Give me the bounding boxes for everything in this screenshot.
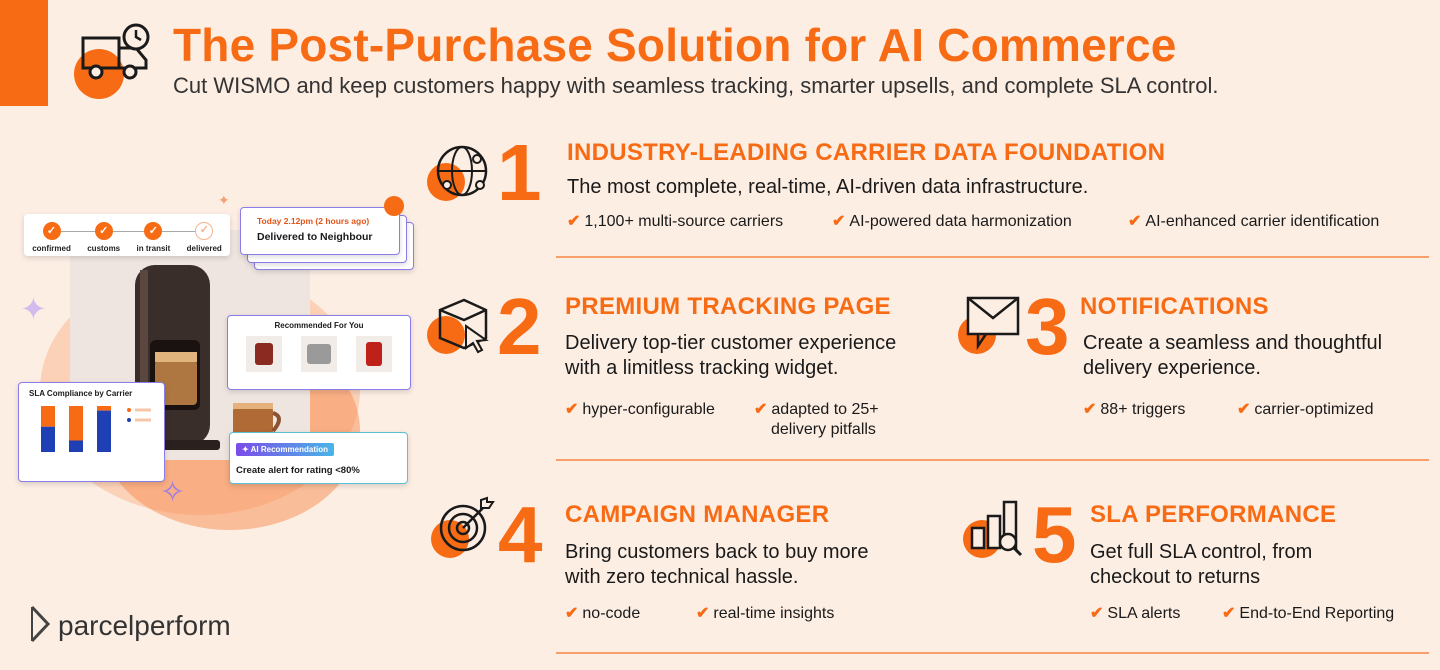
section-2-icon-circle — [427, 316, 465, 354]
section-3-feature: ✔88+ triggers — [1083, 401, 1186, 418]
ai-alert-text: Create alert for rating <80% — [236, 465, 360, 476]
divider — [556, 652, 1429, 654]
check-icon: ✓ — [94, 222, 113, 240]
checkmark-icon: ✔ — [832, 213, 846, 230]
sla-chart-title: SLA Compliance by Carrier — [29, 389, 133, 398]
check-icon: ✓ — [195, 222, 214, 240]
checkmark-icon: ✔ — [1090, 605, 1104, 622]
divider — [556, 459, 1429, 461]
section-5-feature: ✔SLA alerts — [1090, 605, 1181, 622]
globe-network-icon — [436, 145, 488, 197]
sla-bar-segment — [97, 410, 111, 452]
product-thumbnail — [300, 336, 337, 372]
section-1-feature: ✔AI-enhanced carrier identification — [1128, 213, 1380, 230]
coffee-cup-image — [233, 403, 281, 439]
section-4-number: 4 — [498, 490, 543, 579]
section-5-title: SLA PERFORMANCE — [1090, 501, 1337, 528]
ai-badge: ✦ AI Recommendation — [236, 443, 334, 456]
target-icon — [439, 496, 495, 552]
step-in-transit: ✓in transit — [137, 222, 170, 253]
legend-line — [135, 418, 151, 422]
checkmark-icon: ✔ — [754, 401, 768, 418]
section-2-feature: ✔adapted to 25+ — [754, 401, 879, 418]
sla-bar-segment — [97, 406, 111, 411]
page-title: The Post-Purchase Solution for AI Commer… — [173, 19, 1177, 71]
divider — [556, 256, 1429, 258]
parcelperform-logo-icon — [30, 605, 51, 643]
brand-logo: parcelperform — [58, 610, 231, 641]
sla-bar-segment — [69, 440, 83, 452]
product-thumbnail — [356, 336, 393, 372]
section-2-description: Delivery top-tier customer experience wi… — [565, 332, 897, 379]
sla-bar-segment — [69, 406, 83, 441]
section-1-feature: ✔1,100+ multi-source carriers — [567, 213, 784, 230]
section-2-title: PREMIUM TRACKING PAGE — [565, 293, 891, 320]
checkmark-icon: ✔ — [565, 605, 579, 622]
status-time: Today 2.12pm (2 hours ago) — [257, 216, 370, 226]
section-4-feature: ✔no-code — [565, 605, 641, 622]
envelope-icon — [966, 296, 1020, 350]
status-text: Delivered to Neighbour — [257, 231, 373, 243]
section-5-number: 5 — [1032, 490, 1077, 579]
step-confirmed: ✓confirmed — [32, 222, 71, 253]
checkmark-icon: ✔ — [1083, 401, 1097, 418]
sparkle-icon: ✦ — [242, 445, 251, 454]
legend-line — [135, 408, 151, 412]
bar-chart-search-icon — [970, 500, 1023, 557]
check-icon: ✓ — [144, 222, 163, 240]
shipment-progress-card: ✓confirmed ✓customs ✓in transit ✓deliver… — [24, 214, 230, 256]
step-customs: ✓customs — [87, 222, 120, 253]
checkmark-icon: ✔ — [1222, 605, 1236, 622]
checkmark-icon: ✔ — [567, 213, 581, 230]
section-1-description: The most complete, real-time, AI-driven … — [567, 176, 1089, 198]
section-4-title: CAMPAIGN MANAGER — [565, 501, 830, 528]
notification-dot — [384, 196, 404, 216]
delivery-status-card: Today 2.12pm (2 hours ago) Delivered to … — [240, 207, 400, 255]
delivery-truck-clock-icon — [81, 23, 150, 80]
header-corner-accent — [0, 0, 48, 106]
checkmark-icon: ✔ — [1128, 213, 1142, 230]
sparkle-icon: ✦ — [218, 192, 230, 208]
checkmark-icon: ✔ — [565, 401, 579, 418]
page-subtitle: Cut WISMO and keep customers happy with … — [173, 73, 1219, 98]
sparkle-icon: ✦ — [20, 291, 47, 327]
section-1-title: INDUSTRY-LEADING CARRIER DATA FOUNDATION — [567, 139, 1166, 166]
checkmark-icon: ✔ — [696, 605, 710, 622]
sla-bar-segment — [41, 426, 55, 452]
section-3-feature: ✔carrier-optimized — [1237, 401, 1374, 418]
recommended-title: Recommended For You — [274, 321, 364, 330]
product-thumbnail — [245, 336, 282, 372]
section-3-number: 3 — [1025, 282, 1070, 371]
sla-compliance-chart — [41, 406, 151, 452]
section-3-description: Create a seamless and thoughtful deliver… — [1083, 332, 1383, 379]
recommended-card: Recommended For You — [227, 315, 411, 390]
section-1-feature: ✔AI-powered data harmonization — [832, 213, 1072, 230]
package-cursor-icon — [438, 298, 489, 354]
ai-recommendation-card: ✦ AI Recommendation Create alert for rat… — [229, 432, 408, 484]
sparkle-icon: ✧ — [160, 476, 186, 509]
legend-dot — [127, 408, 131, 412]
legend-dot — [127, 418, 131, 422]
check-icon: ✓ — [42, 222, 61, 240]
section-2-number: 2 — [497, 282, 542, 371]
sla-bar-segment — [41, 406, 55, 427]
checkmark-icon: ✔ — [1237, 401, 1251, 418]
section-5-description: Get full SLA control, from checkout to r… — [1090, 541, 1313, 588]
section-3-title: NOTIFICATIONS — [1080, 293, 1269, 320]
sla-chart-card: SLA Compliance by Carrier — [18, 382, 165, 482]
section-2-feature-continued: delivery pitfalls — [771, 421, 876, 438]
section-2-feature: ✔hyper-configurable — [565, 401, 715, 418]
section-4-description: Bring customers back to buy more with ze… — [565, 541, 869, 588]
section-4-feature: ✔real-time insights — [696, 605, 835, 622]
section-5-feature: ✔End-to-End Reporting — [1222, 605, 1395, 622]
step-delivered: ✓delivered — [186, 222, 222, 253]
section-1-number: 1 — [497, 128, 542, 217]
